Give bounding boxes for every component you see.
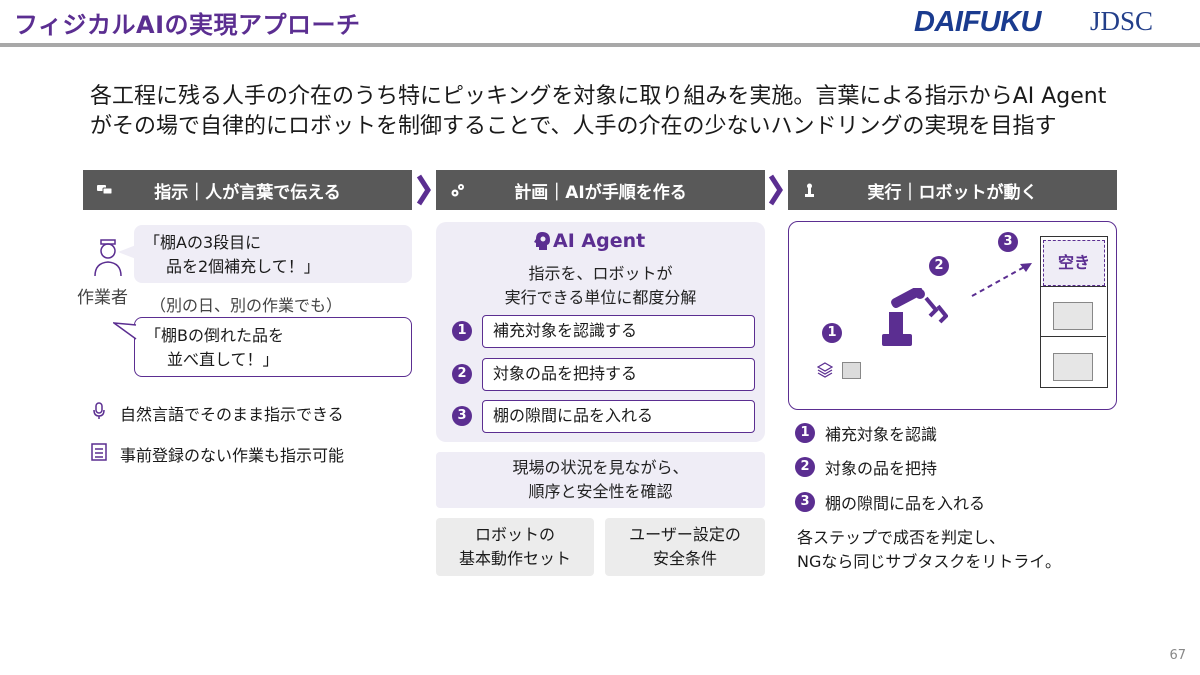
agent-desc-line-2: 実行できる単位に都度分解 xyxy=(504,288,697,307)
situation-line-1: 現場の状況を見ながら、 xyxy=(512,458,689,477)
base-line-2: 基本動作セット xyxy=(458,549,571,568)
safety-line-1: ユーザー設定の xyxy=(629,525,741,544)
shelf-row xyxy=(1041,287,1106,337)
page-title: フィジカルAIの実現アプローチ xyxy=(14,11,361,39)
brain-icon xyxy=(534,232,550,250)
step-number-2: 2 xyxy=(452,364,472,384)
instruction-bubble-1: 「棚Aの3段目に 品を2個補充して！」 xyxy=(134,225,412,283)
other-day-note: （別の日、別の作業でも） xyxy=(150,296,343,315)
microphone-icon xyxy=(93,402,105,419)
plan-step-3: 棚の隙間に品を入れる xyxy=(482,400,755,433)
execute-header: 実行｜ロボットが動く xyxy=(788,170,1117,210)
page-number: 67 xyxy=(1169,648,1186,663)
worker-icon xyxy=(94,239,122,277)
shelf-item xyxy=(1053,302,1093,330)
scene-marker-2: 2 xyxy=(929,256,949,276)
chat-icon xyxy=(97,185,113,195)
retry-note: 各ステップで成否を判定し、 NGなら同じサブタスクをリトライ。 xyxy=(797,526,1061,574)
feature-natural-language: 自然言語でそのまま指示できる xyxy=(120,405,344,424)
step-number-3: 3 xyxy=(452,406,472,426)
instruct-header-title: 指示｜人が言葉で伝える xyxy=(154,182,341,203)
exec-step-number-2: 2 xyxy=(795,457,815,477)
robot-arm-icon xyxy=(882,288,948,346)
robot-basic-actions-box: ロボットの 基本動作セット xyxy=(436,518,594,576)
agent-desc-line-1: 指示を、ロボットが xyxy=(528,264,673,283)
plan-step-1: 補充対象を認識する xyxy=(482,315,755,348)
lead-line-1: 各工程に残る人手の介在のうち特にピッキングを対象に取り組みを実施。言葉による指示… xyxy=(90,84,1107,109)
daifuku-logo: DAIFUKU xyxy=(914,6,1042,38)
feature-unregistered-tasks: 事前登録のない作業も指示可能 xyxy=(120,446,345,465)
bubble2-line-2: 並べ直して！」 xyxy=(167,350,279,369)
shelf-row xyxy=(1041,237,1106,287)
instruct-header: 指示｜人が言葉で伝える xyxy=(83,170,412,210)
gears-icon xyxy=(451,184,464,197)
plan-step-2: 対象の品を把持する xyxy=(482,358,755,391)
arrow-to-shelf xyxy=(971,263,1032,297)
ai-agent-label: AI Agent xyxy=(553,230,646,252)
ai-agent-description: 指示を、ロボットが 実行できる単位に都度分解 xyxy=(436,262,765,310)
empty-slot: 空き xyxy=(1043,240,1105,286)
exec-step-1: 補充対象を認識 xyxy=(825,425,938,444)
situation-check-box: 現場の状況を見ながら、 順序と安全性を確認 xyxy=(436,452,765,508)
plan-header: 計画｜AIが手順を作る xyxy=(436,170,765,210)
bubble-tail xyxy=(118,245,136,259)
exec-step-number-3: 3 xyxy=(795,492,815,512)
lead-line-2: がその場で自律的にロボットを制御することで、人手の介在の少ないハンドリングの実現… xyxy=(90,114,1057,139)
shelf-item xyxy=(1053,353,1093,381)
retry-note-line-1: 各ステップで成否を判定し、 xyxy=(797,528,1006,547)
bubble1-line-1: 「棚Aの3段目に xyxy=(144,233,262,252)
lead-text: 各工程に残る人手の介在のうち特にピッキングを対象に取り組みを実施。言葉による指示… xyxy=(90,82,1106,142)
chevron-right-icon xyxy=(768,174,783,206)
layers-icon xyxy=(817,362,833,378)
exec-step-3: 棚の隙間に品を入れる xyxy=(825,494,986,513)
worker-label: 作業者 xyxy=(77,288,128,308)
scene-marker-1: 1 xyxy=(822,323,842,343)
bubble-tail xyxy=(113,322,137,340)
base-line-1: ロボットの xyxy=(474,525,555,544)
exec-step-2: 対象の品を把持 xyxy=(825,459,938,478)
chevron-right-icon xyxy=(416,174,431,206)
scene-marker-3: 3 xyxy=(998,232,1018,252)
checklist-icon xyxy=(91,443,107,461)
safety-conditions-box: ユーザー設定の 安全条件 xyxy=(605,518,765,576)
safety-line-2: 安全条件 xyxy=(652,549,717,568)
execute-header-title: 実行｜ロボットが動く xyxy=(867,182,1038,203)
instruction-bubble-2: 「棚Bの倒れた品を 並べ直して！」 xyxy=(134,317,412,377)
situation-line-2: 順序と安全性を確認 xyxy=(528,482,673,501)
plan-header-title: 計画｜AIが手順を作る xyxy=(514,182,687,203)
retry-note-line-2: NGなら同じサブタスクをリトライ。 xyxy=(797,552,1062,571)
target-item xyxy=(842,362,861,379)
robot-arm-icon xyxy=(805,183,814,197)
bubble2-line-1: 「棚Bの倒れた品を xyxy=(145,326,284,345)
jdsc-logo: JDSC xyxy=(1090,6,1154,36)
step-number-1: 1 xyxy=(452,321,472,341)
title-divider xyxy=(0,43,1200,47)
bubble1-line-2: 品を2個補充して！」 xyxy=(166,257,320,276)
exec-step-number-1: 1 xyxy=(795,423,815,443)
